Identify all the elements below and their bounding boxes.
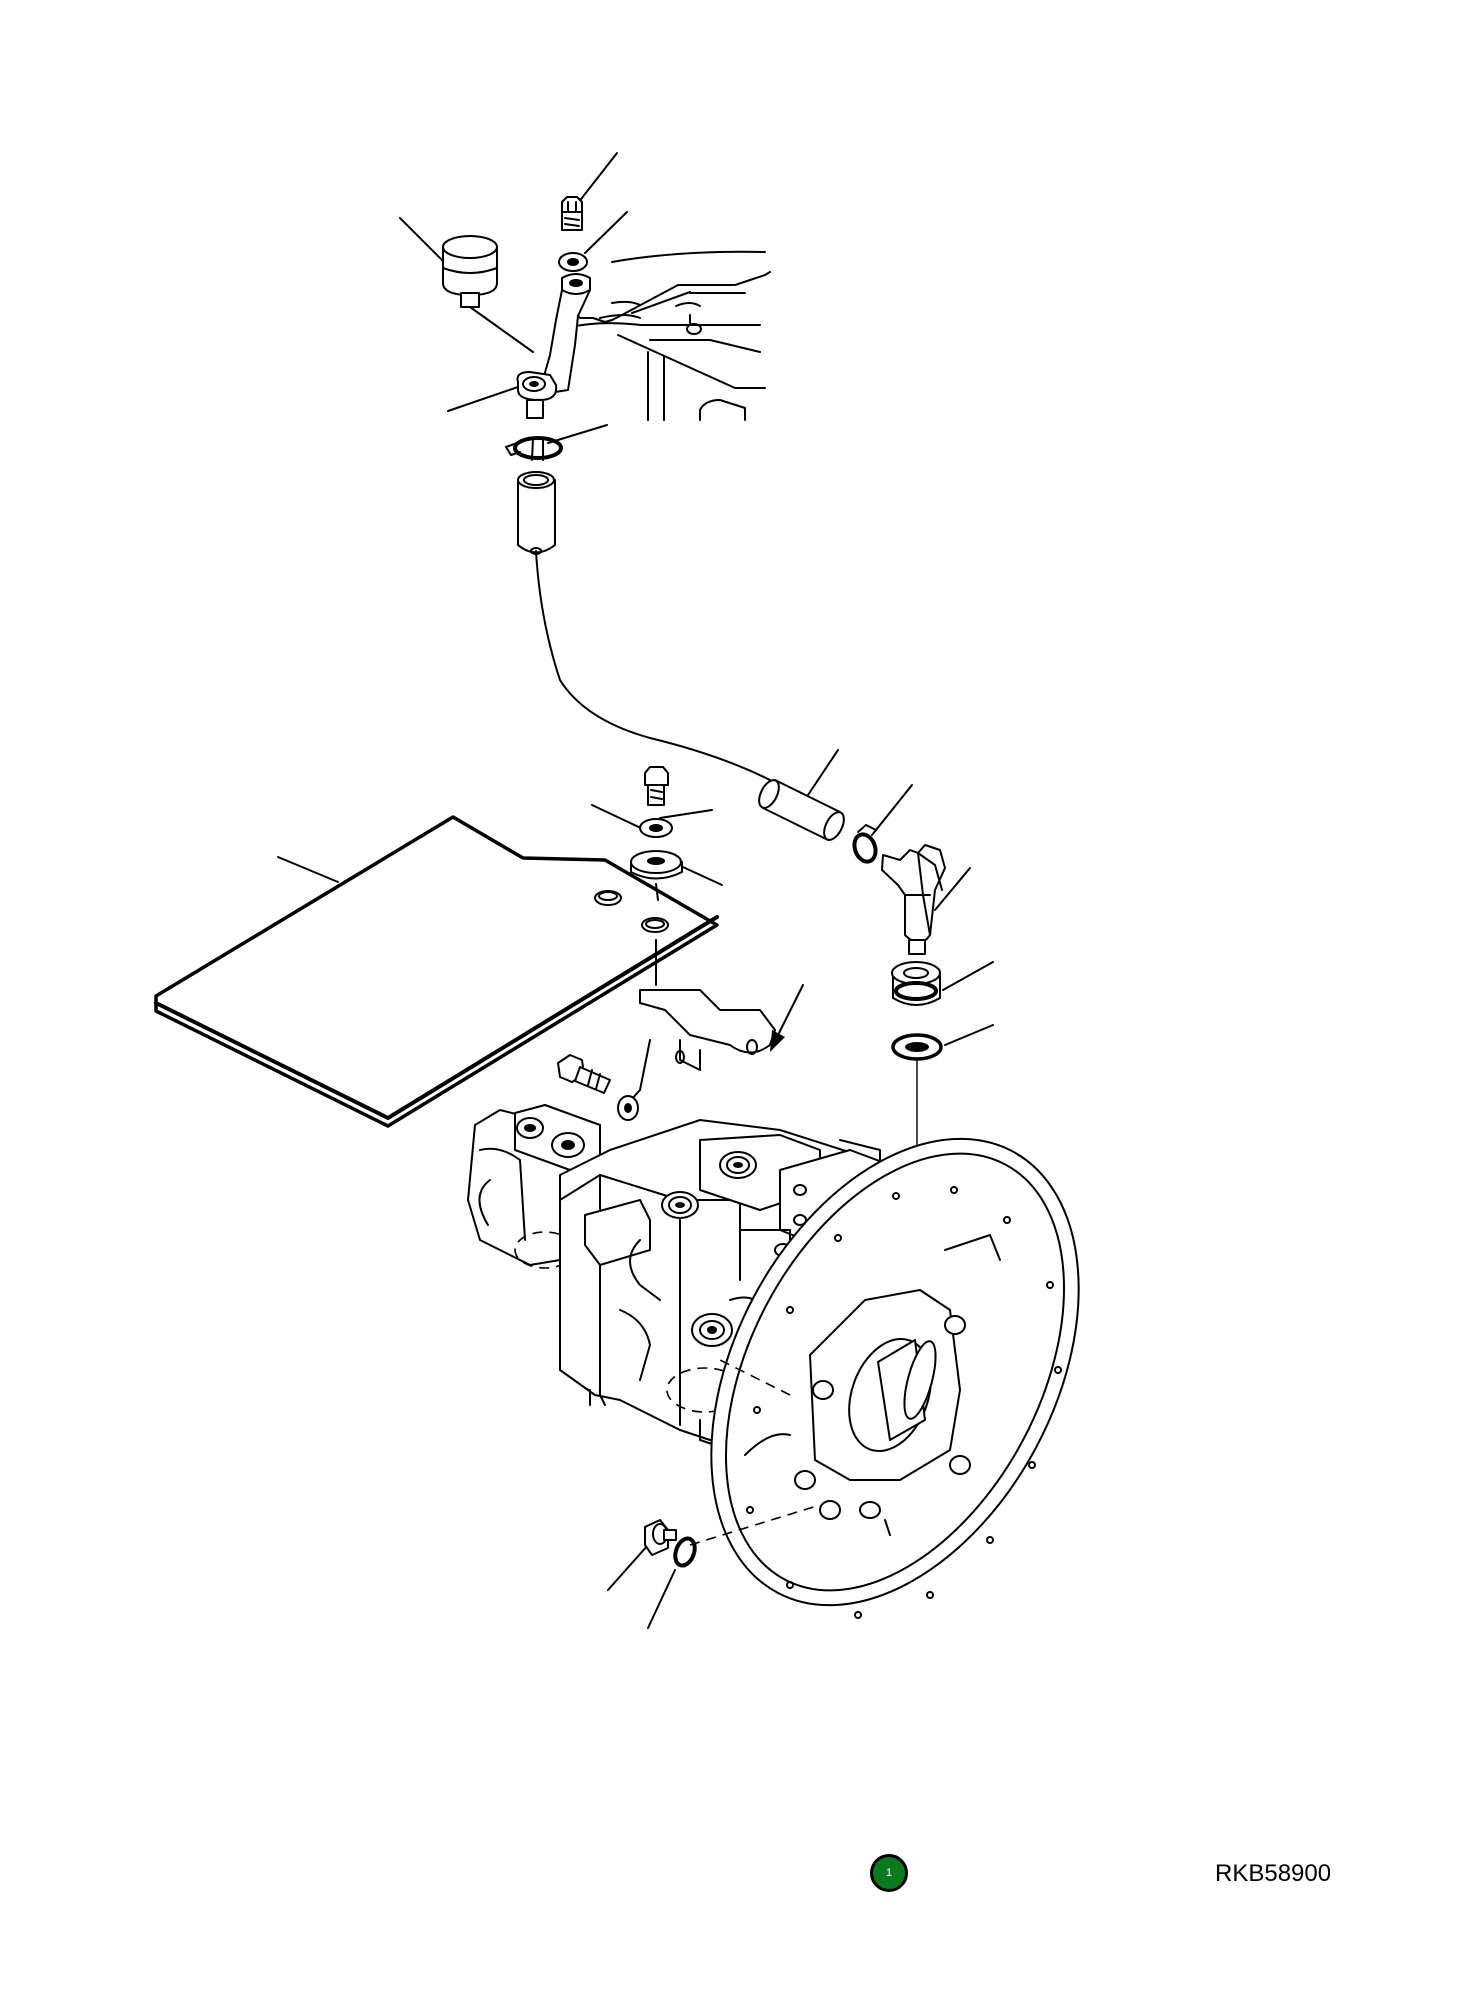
hose <box>535 550 771 781</box>
cover-grommet <box>630 850 683 901</box>
elbow-fitting <box>881 844 946 955</box>
hose-sleeve-lower <box>758 779 845 841</box>
cover-washer <box>639 818 673 838</box>
machine-frame-context <box>564 250 771 421</box>
cover-plate <box>154 815 719 1128</box>
drain-plug <box>644 1519 677 1556</box>
bracket <box>516 273 613 419</box>
plug-o-ring <box>673 1536 697 1568</box>
cover-bolt <box>644 766 669 806</box>
o-ring <box>891 1033 943 1211</box>
pump-flange <box>689 1137 1080 1619</box>
reference-badge: 1 <box>870 1854 908 1892</box>
clamp-lower <box>852 824 878 864</box>
hose-sleeve-upper <box>517 471 556 555</box>
reference-badge-label: 1 <box>885 1867 893 1879</box>
drawing-reference-code: RKB58900 <box>1215 1860 1332 1887</box>
clamp <box>505 436 563 461</box>
pump-mount-bracket <box>621 939 804 1111</box>
bracket-bolt <box>561 196 583 231</box>
mount-bolt <box>557 1054 639 1121</box>
pressure-switch <box>442 235 534 353</box>
bracket-washer <box>558 252 588 272</box>
adapter <box>891 961 941 1006</box>
